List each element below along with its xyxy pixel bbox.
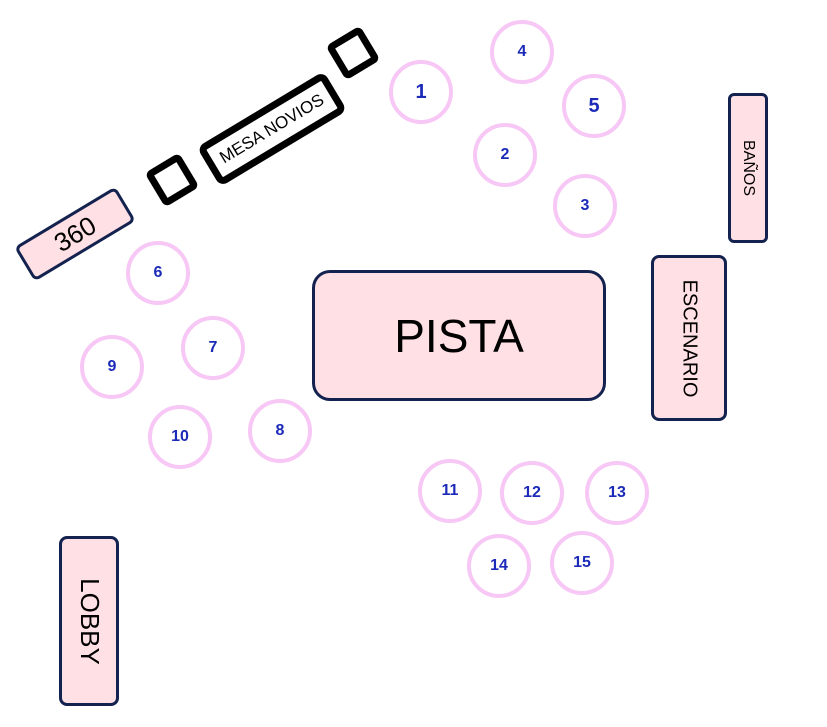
table-12: 12 — [500, 461, 564, 525]
table-11: 11 — [418, 459, 482, 523]
escenario-label: ESCENARIO — [678, 279, 701, 397]
table-5: 5 — [562, 74, 626, 138]
novios-seat-right — [325, 25, 381, 81]
mesa-novios: MESA NOVIOS — [196, 71, 348, 187]
lobby-label: LOBBY — [74, 577, 105, 665]
table-13: 13 — [585, 461, 649, 525]
lobby-zone: LOBBY — [59, 536, 119, 706]
table-8: 8 — [248, 399, 312, 463]
pista-zone: PISTA — [312, 270, 606, 401]
table-9: 9 — [80, 335, 144, 399]
table-2: 2 — [473, 123, 537, 187]
table-15: 15 — [550, 531, 614, 595]
banos-label: BAÑOS — [740, 139, 758, 197]
novios-seat-left — [144, 152, 200, 208]
table-3: 3 — [553, 174, 617, 238]
table-7: 7 — [181, 316, 245, 380]
photo-360-zone: 360 — [14, 186, 136, 282]
table-4: 4 — [490, 20, 554, 84]
table-6: 6 — [126, 241, 190, 305]
table-14: 14 — [467, 534, 531, 598]
photo-360-label: 360 — [48, 209, 102, 258]
escenario-zone: ESCENARIO — [651, 255, 727, 421]
table-10: 10 — [148, 405, 212, 469]
banos-zone: BAÑOS — [728, 93, 768, 243]
mesa-novios-label: MESA NOVIOS — [216, 90, 328, 168]
table-1: 1 — [389, 60, 453, 124]
pista-label: PISTA — [394, 309, 524, 362]
